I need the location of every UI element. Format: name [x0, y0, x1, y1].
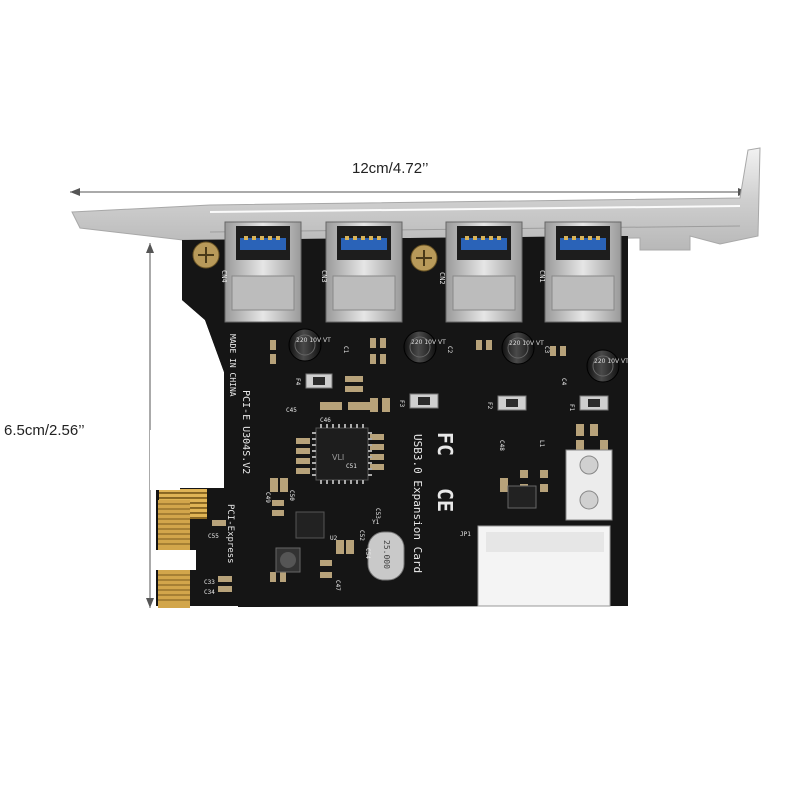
capacitor-2 — [403, 330, 437, 364]
component-label: JP1 — [460, 531, 471, 538]
capacitor-4 — [586, 349, 620, 383]
width-dimension-line — [70, 188, 748, 196]
component-label: C1 — [342, 346, 349, 354]
component-label: F4 — [294, 378, 301, 386]
component-label: C47 — [334, 580, 341, 591]
component-label: C52 — [358, 530, 365, 541]
component-label: C48 — [498, 440, 505, 451]
connector-label: CN3 — [320, 270, 328, 283]
component-label: C34 — [204, 589, 215, 596]
weee-bin-icon — [195, 429, 219, 455]
component-label: C2 — [446, 346, 453, 354]
component-label: U2 — [330, 535, 338, 542]
usb-port-4 — [544, 221, 622, 323]
inductor — [275, 547, 301, 573]
component-label: C55 — [208, 533, 219, 540]
usb-port-3 — [445, 221, 523, 323]
component-label: C33 — [204, 579, 215, 586]
usb-port-2 — [325, 221, 403, 323]
power-connector — [477, 525, 611, 607]
capacitor-4-marking: 220 10V VT — [594, 358, 629, 365]
controller-chip — [312, 424, 372, 484]
component-label: C3 — [543, 346, 550, 354]
smd-passives — [212, 338, 608, 592]
screw-middle — [410, 244, 438, 272]
height-dimension-line — [146, 243, 154, 608]
capacitor-right — [565, 449, 613, 521]
component-labels: C1 C2 C3 C4 F1 F2 F3 F4 C45 C46 C47 C48 … — [204, 346, 575, 596]
silk-model: PCI-E U304S.V2 — [240, 390, 251, 474]
crystal-marking: 25.000 — [382, 540, 391, 569]
screw-left — [192, 241, 220, 269]
component-label: C46 — [320, 417, 331, 424]
component-label: C4 — [560, 378, 567, 386]
connector-label: CN4 — [220, 270, 228, 283]
usb-port-1 — [224, 221, 302, 323]
connector-label: CN2 — [438, 272, 446, 285]
ce-mark: CE — [433, 488, 457, 512]
fc-mark: FC — [433, 432, 457, 456]
component-label: C53 — [374, 508, 381, 519]
small-ic-right — [507, 485, 537, 509]
component-label: L1 — [538, 440, 545, 448]
capacitor-1-marking: 220 10V VT — [296, 337, 331, 344]
crystal-oscillator — [367, 531, 405, 581]
component-label: F2 — [486, 402, 493, 410]
capacitor-2-marking: 220 10V VT — [411, 339, 446, 346]
silk-pci-express: PCI-Express — [225, 504, 235, 564]
component-label: C50 — [288, 490, 295, 501]
capacitor-1 — [288, 328, 322, 362]
component-label: C51 — [346, 463, 357, 470]
component-label: C49 — [264, 492, 271, 503]
silk-made-in: MADE IN CHINA — [228, 334, 237, 397]
smd-fuse-centers — [313, 377, 600, 407]
component-label: F1 — [568, 404, 575, 412]
silk-product: USB3.0 Expansion Card — [411, 434, 424, 573]
chip-marking: VLI — [332, 453, 344, 462]
regulator-ic — [295, 511, 325, 539]
component-label: F3 — [398, 400, 405, 408]
width-dimension-label: 12cm/4.72’’ — [352, 160, 429, 177]
component-label: C45 — [286, 407, 297, 414]
capacitor-3 — [501, 331, 535, 365]
height-dimension-label: 6.5cm/2.56’’ — [4, 422, 85, 439]
component-label: C54 — [364, 548, 371, 559]
connector-label: CN1 — [538, 270, 546, 283]
component-label: Y1 — [372, 519, 380, 526]
capacitor-3-marking: 220 10V VT — [509, 340, 544, 347]
